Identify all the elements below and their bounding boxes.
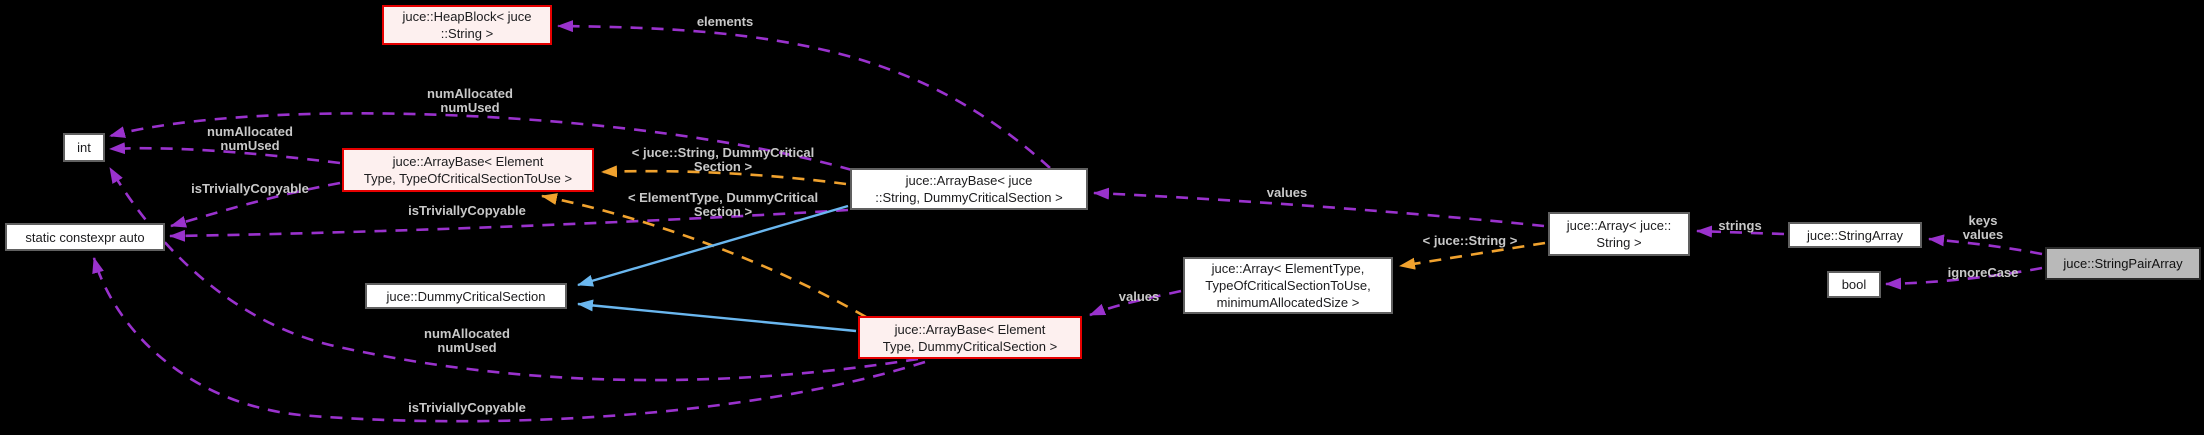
edge-label-strings: strings <box>1718 218 1762 233</box>
edge-template-juce-string-dummycriticalsection <box>601 165 847 186</box>
edge-label-values-string: values <box>1266 185 1308 200</box>
edge-values-elementtype <box>1089 289 1182 317</box>
node-label: bool <box>1841 277 1867 292</box>
edge-istriviallycopyable-left <box>170 181 341 228</box>
node-stringpairarray: juce::StringPairArray <box>2045 247 2201 280</box>
edge-label-ignorecase: ignoreCase <box>1947 265 2019 280</box>
edge-istriviallycopyable-mid <box>169 208 849 242</box>
node-label: Type, TypeOfCriticalSectionToUse > <box>363 171 573 186</box>
node-arraybase-elementtype-typeofcriticalsectiontouse[interactable]: juce::ArrayBase< Element Type, TypeOfCri… <box>342 148 594 192</box>
edge-elements <box>557 20 1051 169</box>
node-label: juce::StringArray <box>1806 227 1904 243</box>
node-label: juce::Array< juce:: <box>1566 218 1672 233</box>
node-label: static constexpr auto <box>25 229 145 245</box>
edge-numallocated-numused-bottom <box>108 167 919 382</box>
node-label: juce::StringPairArray <box>2063 256 2183 271</box>
node-heapblock-juce-string[interactable]: juce::HeapBlock< juce ::String > <box>382 5 552 45</box>
node-stringarray[interactable]: juce::StringArray <box>1788 222 1922 248</box>
edge-inherit-string-dummycriticalsection <box>577 204 849 287</box>
edge-strings <box>1696 225 1785 238</box>
node-label: TypeOfCriticalSectionToUse, <box>1205 278 1371 293</box>
edge-template-juce-string <box>1399 241 1546 270</box>
edge-label-istriviallycopyable-mid: isTriviallyCopyable <box>408 203 526 218</box>
edge-label-template-elementtype-dummycriticalsection: < ElementType, DummyCritical Section > <box>627 190 819 219</box>
node-static-constexpr-auto[interactable]: static constexpr auto <box>5 223 165 251</box>
edge-label-istriviallycopyable-left: isTriviallyCopyable <box>191 181 309 196</box>
edge-numallocated-numused-left <box>109 142 341 165</box>
node-label: String > <box>1596 235 1642 250</box>
node-label: juce::Array< ElementType, <box>1211 261 1365 276</box>
node-dummycriticalsection[interactable]: juce::DummyCriticalSection <box>365 283 567 309</box>
node-label: juce::HeapBlock< juce <box>402 9 532 24</box>
node-label: juce::ArrayBase< Element <box>392 154 544 169</box>
node-label: juce::ArrayBase< juce <box>905 173 1033 188</box>
edge-label-numallocated-numused-bottom: numAllocated numUsed <box>424 326 510 355</box>
edge-template-elementtype-dummycriticalsection <box>541 193 867 319</box>
edge-values-string <box>1093 187 1545 228</box>
edge-inherit-elementtype-dummycriticalsection <box>577 299 857 333</box>
edge-label-elements: elements <box>696 14 754 29</box>
node-array-elementtype[interactable]: juce::Array< ElementType, TypeOfCritical… <box>1183 257 1393 314</box>
node-array-juce-string[interactable]: juce::Array< juce:: String > <box>1548 212 1690 256</box>
edge-label-numallocated-numused-left: numAllocated numUsed <box>207 124 293 153</box>
node-label: int <box>77 140 91 155</box>
node-int[interactable]: int <box>63 133 105 162</box>
edge-label-numallocated-numused-top: numAllocated numUsed <box>427 86 513 115</box>
node-label: ::String > <box>440 26 494 41</box>
edge-label-template-juce-string-dummycriticalsection: < juce::String, DummyCritical Section > <box>631 145 815 174</box>
node-arraybase-juce-string-dummycriticalsection[interactable]: juce::ArrayBase< juce ::String, DummyCri… <box>850 168 1088 210</box>
node-arraybase-elementtype-dummycriticalsection[interactable]: juce::ArrayBase< Element Type, DummyCrit… <box>858 316 1082 359</box>
node-label: Type, DummyCriticalSection > <box>882 338 1058 354</box>
node-label: juce::DummyCriticalSection <box>386 288 546 304</box>
edge-label-keys-values: keys values <box>1962 213 2004 242</box>
edge-label-template-juce-string: < juce::String > <box>1422 233 1518 248</box>
node-label: juce::ArrayBase< Element <box>894 321 1046 337</box>
node-label: minimumAllocatedSize > <box>1216 295 1360 310</box>
node-label: ::String, DummyCriticalSection > <box>875 190 1063 205</box>
node-bool[interactable]: bool <box>1827 271 1881 298</box>
edge-label-values-elementtype: values <box>1118 289 1160 304</box>
edge-label-istriviallycopyable-bottom: isTriviallyCopyable <box>408 400 526 415</box>
